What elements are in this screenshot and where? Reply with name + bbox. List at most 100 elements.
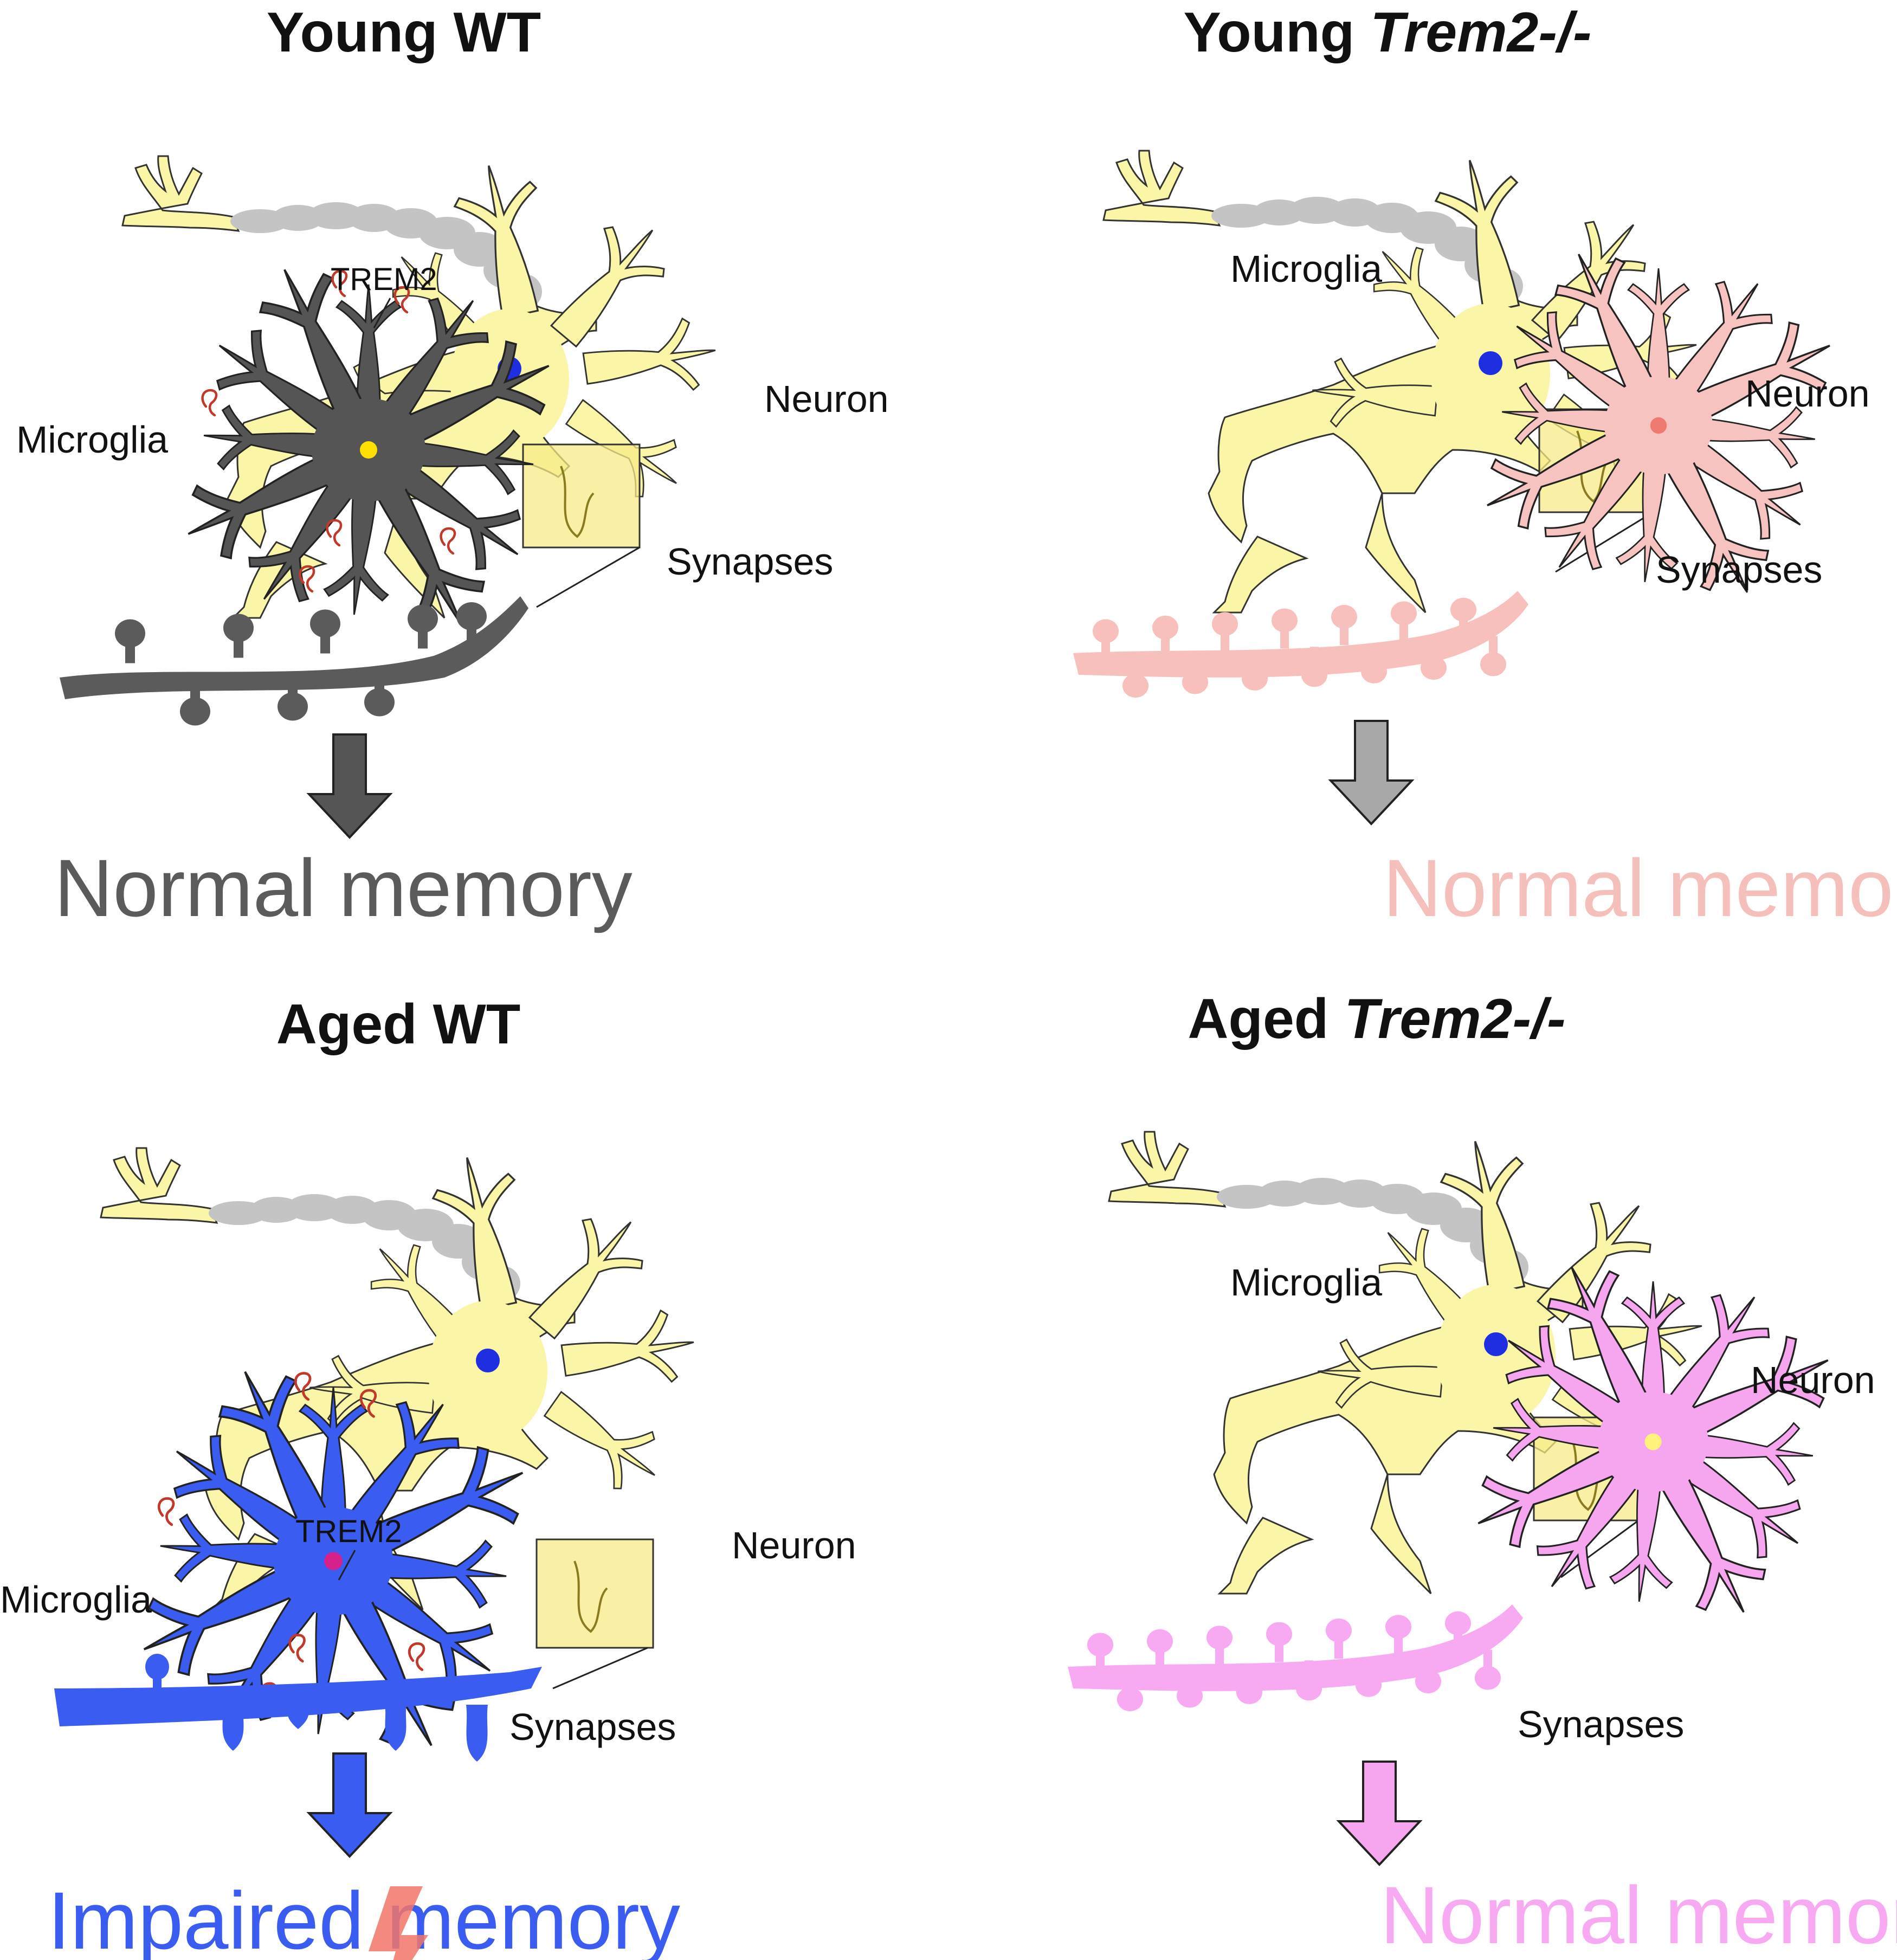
spine-neck: [1334, 1630, 1343, 1659]
title-condition: Young: [1183, 1, 1370, 64]
spine-neck: [320, 623, 330, 654]
panel-young-trem2-ko: Young Trem2-/-MicrogliaNeuronSynapsesNor…: [1073, 1, 1897, 933]
microglia-cell: [125, 1353, 541, 1766]
microglia-cell: [1461, 1249, 1846, 1632]
title-genotype: WT: [433, 993, 521, 1056]
down-arrow: [306, 733, 393, 839]
trem2-receptor: [327, 520, 341, 545]
dendrite-shaft: [54, 1667, 542, 1726]
synapse-detail: [560, 466, 595, 538]
lightning-bolt-icon: [369, 1886, 428, 1960]
spine-neck: [1364, 1656, 1373, 1685]
panel-title: Young Trem2-/-: [1183, 1, 1591, 64]
neuron-label: Neuron: [1751, 1359, 1875, 1401]
spine-neck: [1429, 640, 1438, 668]
neuron-label: Neuron: [764, 378, 889, 420]
microglia-label: Microglia: [0, 1578, 152, 1621]
spine-neck: [1101, 631, 1110, 660]
microglia-cell: [1470, 237, 1847, 611]
synapses-label: Synapses: [509, 1706, 676, 1748]
spine-neck: [234, 628, 243, 658]
title-condition: Aged: [1188, 988, 1344, 1050]
dendritic-spine: [287, 1705, 309, 1729]
spine-neck: [153, 1667, 162, 1688]
dendritic-spine: [1117, 1687, 1143, 1712]
down-arrow: [1336, 1761, 1423, 1866]
microglia-label: Microglia: [16, 418, 168, 461]
synapse-dendrite: [60, 596, 528, 726]
panel-title: Aged Trem2-/-: [1188, 988, 1565, 1050]
neuron-nucleus: [1479, 351, 1502, 375]
memory-outcome: Normal memory: [54, 842, 633, 933]
synapse-zoom-box: [535, 1538, 654, 1649]
dendritic-spine: [385, 1705, 406, 1751]
memory-outcome: Normal memory: [1380, 1869, 1897, 1960]
spine-neck: [1489, 636, 1498, 665]
spine-neck: [1305, 1660, 1313, 1689]
trem2-receptor: [290, 1635, 305, 1661]
down-arrow: [1328, 720, 1415, 826]
neuron-nucleus: [476, 1349, 500, 1372]
title-genotype: Trem2-/-: [1344, 988, 1565, 1050]
synapses-label: Synapses: [1518, 1703, 1684, 1745]
memory-outcome: Normal memory: [1383, 842, 1897, 933]
synapse-dendrite: [1068, 1604, 1523, 1712]
dendritic-spine: [1415, 1669, 1441, 1694]
synapse-dendrite: [1073, 591, 1528, 698]
dendrite-shaft: [1073, 591, 1528, 678]
synapse-detail: [573, 1561, 608, 1633]
spine-neck: [1250, 650, 1259, 679]
trem2-label: TREM2: [331, 262, 437, 297]
spine-neck: [467, 616, 476, 646]
dendritic-spine: [1385, 1615, 1411, 1639]
dendrite-shaft: [1068, 1604, 1523, 1691]
spine-neck: [1424, 1653, 1433, 1682]
trem2-label: TREM2: [295, 1514, 402, 1549]
zoom-connector-line: [536, 546, 640, 608]
spine-neck: [1280, 620, 1289, 649]
spine-neck: [1185, 1667, 1194, 1696]
trem2-pointer: [338, 1550, 356, 1581]
spine-neck: [1096, 1645, 1105, 1673]
spine-neck: [1221, 624, 1229, 653]
microglia-nucleus: [1644, 1433, 1662, 1450]
microglia-nucleus: [1650, 417, 1667, 434]
spine-neck: [1156, 1641, 1164, 1669]
title-condition: Young: [267, 1, 454, 64]
spine-neck: [288, 676, 298, 707]
microglia-cell: [170, 252, 567, 646]
panel-aged-trem2-ko: Aged Trem2-/-MicrogliaNeuronSynapsesNorm…: [1068, 988, 1897, 1960]
panel-title: Aged WT: [276, 993, 521, 1056]
spine-neck: [1161, 627, 1170, 656]
trem2-receptor: [203, 390, 216, 415]
trem2-receptor: [409, 1643, 424, 1669]
spine-neck: [1245, 1664, 1254, 1692]
dendritic-spine: [222, 1705, 244, 1751]
spine-neck: [1370, 643, 1378, 672]
zoom-connector-line: [552, 1647, 648, 1690]
neuron-label: Neuron: [1745, 372, 1870, 415]
spine-neck: [1131, 657, 1140, 686]
synapse-dendrite: [54, 1654, 542, 1762]
zoom-connector-line: [1555, 511, 1654, 573]
dendritic-spine: [466, 1705, 488, 1762]
panel-aged-wt: Aged WTMicrogliaNeuronSynapsesTREM2Impai…: [0, 993, 856, 1960]
spine-neck: [190, 681, 200, 712]
trem2-pointer: [373, 298, 391, 328]
neuron-label: Neuron: [732, 1524, 856, 1566]
spine-neck: [375, 672, 384, 702]
down-arrow: [306, 1752, 393, 1858]
spine-neck: [1215, 1637, 1224, 1666]
spine-neck: [418, 618, 428, 649]
title-genotype: Trem2-/-: [1370, 1, 1591, 64]
zoom-connector-line: [1560, 1517, 1643, 1578]
panel-young-wt: Young WTMicrogliaNeuronSynapsesTREM2Norm…: [16, 1, 889, 933]
spine-neck: [1399, 613, 1408, 642]
trem2-receptor: [441, 528, 455, 553]
panel-title: Young WT: [267, 1, 541, 64]
microglia-nucleus: [324, 1552, 343, 1570]
synapses-label: Synapses: [1656, 549, 1822, 591]
spine-neck: [1191, 654, 1199, 682]
trem2-receptor: [159, 1499, 173, 1525]
